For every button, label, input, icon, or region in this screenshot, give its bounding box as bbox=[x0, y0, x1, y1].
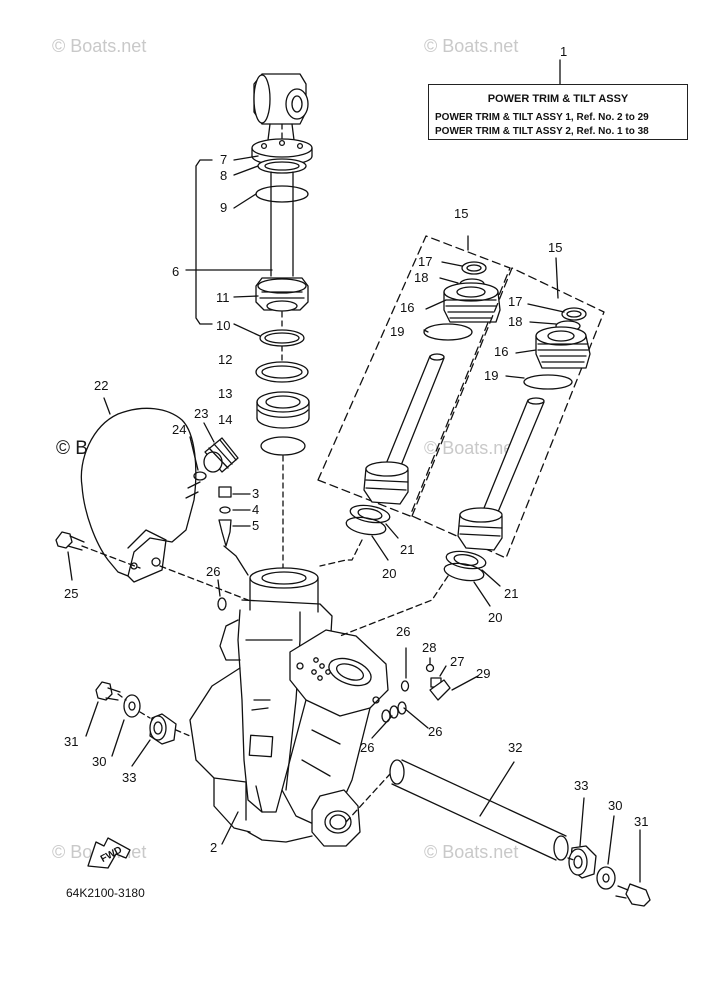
callout-1: 1 bbox=[560, 44, 567, 59]
bushing-23 bbox=[203, 422, 239, 473]
callout-16-b: 16 bbox=[494, 344, 508, 359]
callout-15-a: 15 bbox=[454, 206, 468, 221]
tilt-rod-assembly bbox=[251, 73, 313, 571]
callout-13: 13 bbox=[218, 386, 232, 401]
tilt-shaft bbox=[389, 759, 569, 861]
callout-18-b: 18 bbox=[508, 314, 522, 329]
shaft-parts-left bbox=[95, 681, 177, 745]
callout-20-b: 20 bbox=[488, 610, 502, 625]
callout-26-left: 26 bbox=[206, 564, 220, 579]
bolt-25 bbox=[55, 531, 85, 551]
legend-row-assy-1: POWER TRIM & TILT ASSY 1, Ref. No. 2 to … bbox=[435, 112, 649, 123]
callout-31-right: 31 bbox=[634, 814, 648, 829]
callout-31-left: 31 bbox=[64, 734, 78, 749]
callout-26-mid: 26 bbox=[396, 624, 410, 639]
forward-arrow-icon: FWD bbox=[86, 836, 132, 870]
callout-20-a: 20 bbox=[382, 566, 396, 581]
callout-29: 29 bbox=[476, 666, 490, 681]
cover-part bbox=[80, 407, 201, 583]
callout-11: 11 bbox=[216, 290, 230, 305]
callout-26-right: 26 bbox=[428, 724, 442, 739]
callout-30-left: 30 bbox=[92, 754, 106, 769]
callout-14: 14 bbox=[218, 412, 232, 427]
callout-3: 3 bbox=[252, 486, 259, 501]
callout-6: 6 bbox=[172, 264, 179, 279]
assembly-legend-box: POWER TRIM & TILT ASSY POWER TRIM & TILT… bbox=[428, 84, 688, 140]
trim-piston-b bbox=[443, 307, 591, 582]
callout-15-b: 15 bbox=[548, 240, 562, 255]
watermark-mid-right: © Boats.net bbox=[424, 438, 519, 458]
callout-9: 9 bbox=[220, 200, 227, 215]
callout-7: 7 bbox=[220, 152, 227, 167]
callout-12: 12 bbox=[218, 352, 232, 367]
callout-2: 2 bbox=[210, 840, 217, 855]
callout-21-a: 21 bbox=[400, 542, 414, 557]
shaft-parts-right bbox=[568, 845, 651, 907]
callout-27: 27 bbox=[450, 654, 464, 669]
callout-17-b: 17 bbox=[508, 294, 522, 309]
callout-33-left: 33 bbox=[122, 770, 136, 785]
callout-19-a: 19 bbox=[390, 324, 404, 339]
callout-10: 10 bbox=[216, 318, 230, 333]
callout-30-right: 30 bbox=[608, 798, 622, 813]
callout-18-a: 18 bbox=[414, 270, 428, 285]
watermark-bottom-right: © Boats.net bbox=[424, 842, 519, 862]
callout-32: 32 bbox=[508, 740, 522, 755]
callout-24: 24 bbox=[172, 422, 186, 437]
callout-22: 22 bbox=[94, 378, 108, 393]
watermark-top-left: © Boats.net bbox=[52, 36, 147, 56]
callout-17-a: 17 bbox=[418, 254, 432, 269]
callout-19-b: 19 bbox=[484, 368, 498, 383]
callout-23: 23 bbox=[194, 406, 208, 421]
callout-8: 8 bbox=[220, 168, 227, 183]
callout-5: 5 bbox=[252, 518, 259, 533]
callout-25: 25 bbox=[64, 586, 78, 601]
watermark-top-right: © Boats.net bbox=[424, 36, 519, 56]
callout-4: 4 bbox=[252, 502, 259, 517]
callout-26-low: 26 bbox=[360, 740, 374, 755]
callout-16-a: 16 bbox=[400, 300, 414, 315]
callout-33-right: 33 bbox=[574, 778, 588, 793]
legend-row-assy-2: POWER TRIM & TILT ASSY 2, Ref. No. 1 to … bbox=[435, 126, 649, 137]
trim-piston-a bbox=[345, 261, 501, 536]
callout-28: 28 bbox=[422, 640, 436, 655]
legend-title: POWER TRIM & TILT ASSY bbox=[487, 93, 629, 105]
diagram-part-code: 64K2100-3180 bbox=[66, 886, 145, 900]
callout-21-b: 21 bbox=[504, 586, 518, 601]
